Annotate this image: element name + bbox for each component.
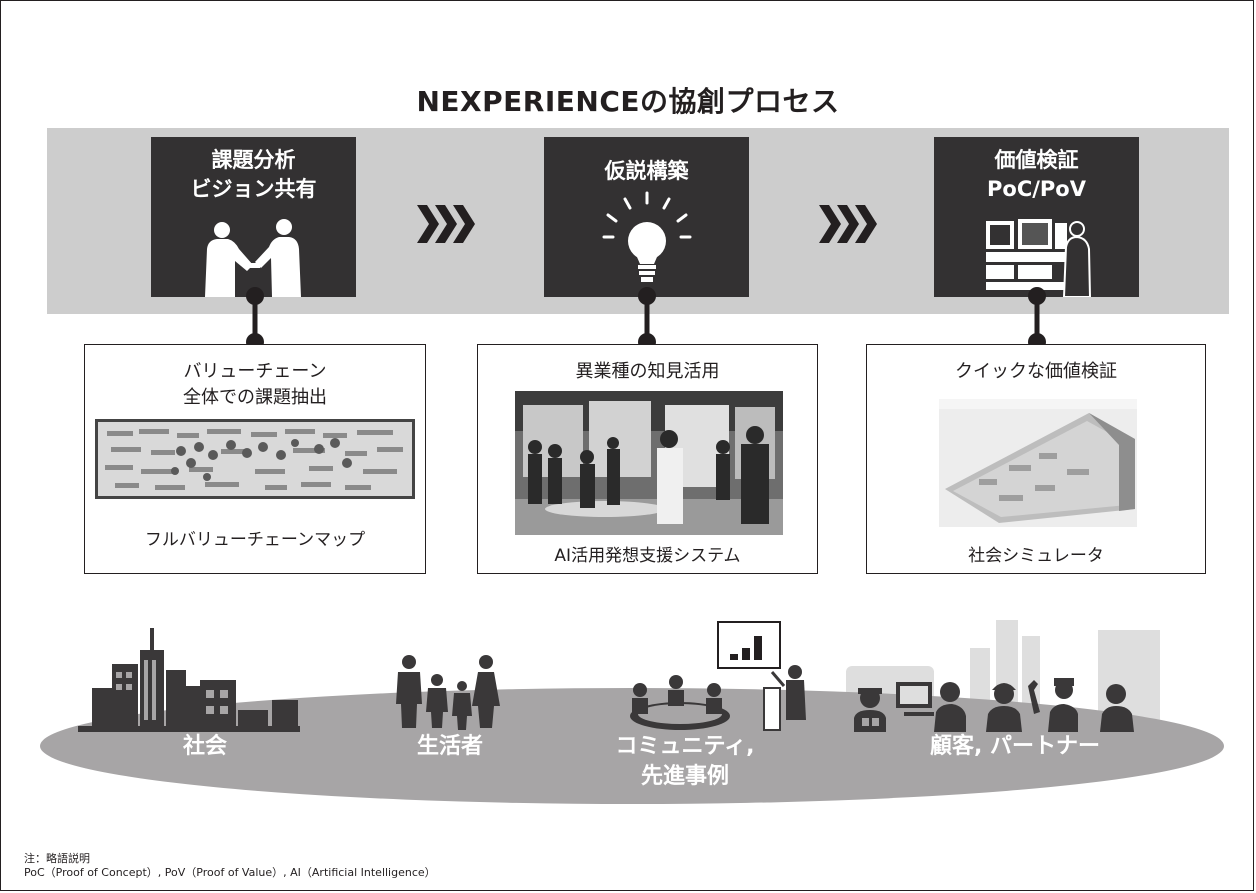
stage-hypothesis: 仮説構築 (544, 137, 749, 297)
meeting-presentation-icon (630, 621, 806, 731)
lightbulb-icon (602, 191, 692, 282)
group-customers-partners: 顧客, パートナー (929, 734, 1101, 759)
box-caption: AI活用発想支援システム (554, 546, 741, 566)
group-society: 社会 (182, 734, 227, 759)
chevron-arrow-icon (417, 205, 475, 243)
box-caption: 社会シミュレータ (968, 546, 1104, 566)
family-icon (396, 655, 500, 730)
stage-label: 仮説構築 (604, 159, 689, 183)
footnote-heading: 注：略語説明 (24, 852, 90, 865)
detail-box-value-chain: バリューチェーン 全体での課題抽出 フルバリューチェーンマップ (84, 344, 426, 574)
group-consumers: 生活者 (416, 734, 483, 759)
footnote: 注：略語説明 PoC（Proof of Concept）, PoV（Proof … (24, 852, 436, 880)
stage-verification: 価値検証 PoC/PoV (934, 137, 1139, 297)
value-chain-map-image (95, 419, 415, 499)
detail-box-quick-verification: クイックな価値検証 社会シミュレータ (866, 344, 1206, 574)
stage-analysis: 課題分析 ビジョン共有 (151, 137, 356, 297)
society-simulator-photo (939, 399, 1137, 527)
chevron-arrow-icon (819, 205, 877, 243)
diagram-title: NEXPERIENCEの協創プロセス (416, 85, 840, 118)
footnote-abbreviations: PoC（Proof of Concept）, PoV（Proof of Valu… (24, 866, 436, 879)
connector-line (1028, 287, 1046, 351)
city-buildings-icon (78, 628, 300, 732)
connector-line (638, 287, 656, 351)
group-community: コミュニティ, 先進事例 (615, 734, 755, 789)
industry-workers-icon (854, 678, 1134, 732)
box-title: 異業種の知見活用 (575, 361, 720, 382)
box-caption: フルバリューチェーンマップ (144, 530, 366, 550)
connector-line (246, 287, 264, 351)
box-title: クイックな価値検証 (955, 361, 1117, 382)
box-title: バリューチェーン 全体での課題抽出 (183, 361, 327, 408)
stakeholder-ellipse (40, 620, 1224, 804)
stage-label: 価値検証 PoC/PoV (987, 148, 1086, 201)
control-room-icon (986, 219, 1092, 297)
handshake-icon (205, 219, 301, 297)
ai-brainstorm-photo (515, 391, 783, 535)
detail-box-cross-industry: 異業種の知見活用 AI活用発想支援システム (477, 344, 818, 574)
stage-label: 課題分析 ビジョン共有 (190, 148, 317, 201)
